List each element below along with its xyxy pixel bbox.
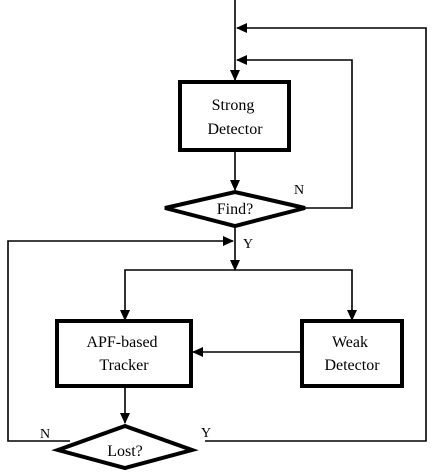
find-decision-label: Find? (217, 201, 253, 218)
lost-yes-label: Y (201, 426, 211, 441)
lost-decision-label: Lost? (107, 443, 143, 460)
find-no-label: N (294, 183, 304, 198)
weak-detector-label: Weak Detector (324, 334, 380, 374)
apf-tracker-box (55, 319, 193, 388)
lost-no-loop (7, 236, 234, 442)
strong-detector-box (178, 80, 291, 152)
lost-yes-loop (205, 23, 427, 442)
split-right (235, 269, 357, 321)
find-no-loop (236, 55, 353, 209)
strong-detector-label: Strong Detector (207, 97, 263, 138)
find-yes-label: Y (243, 237, 253, 252)
lost-decision-diamond (51, 423, 199, 471)
find-decision-diamond (164, 189, 306, 229)
split-left (120, 269, 235, 321)
weak-detector-box (300, 319, 404, 388)
apf-tracker-label: APF-based Tracker (86, 334, 161, 374)
lost-no-label: N (40, 427, 50, 442)
